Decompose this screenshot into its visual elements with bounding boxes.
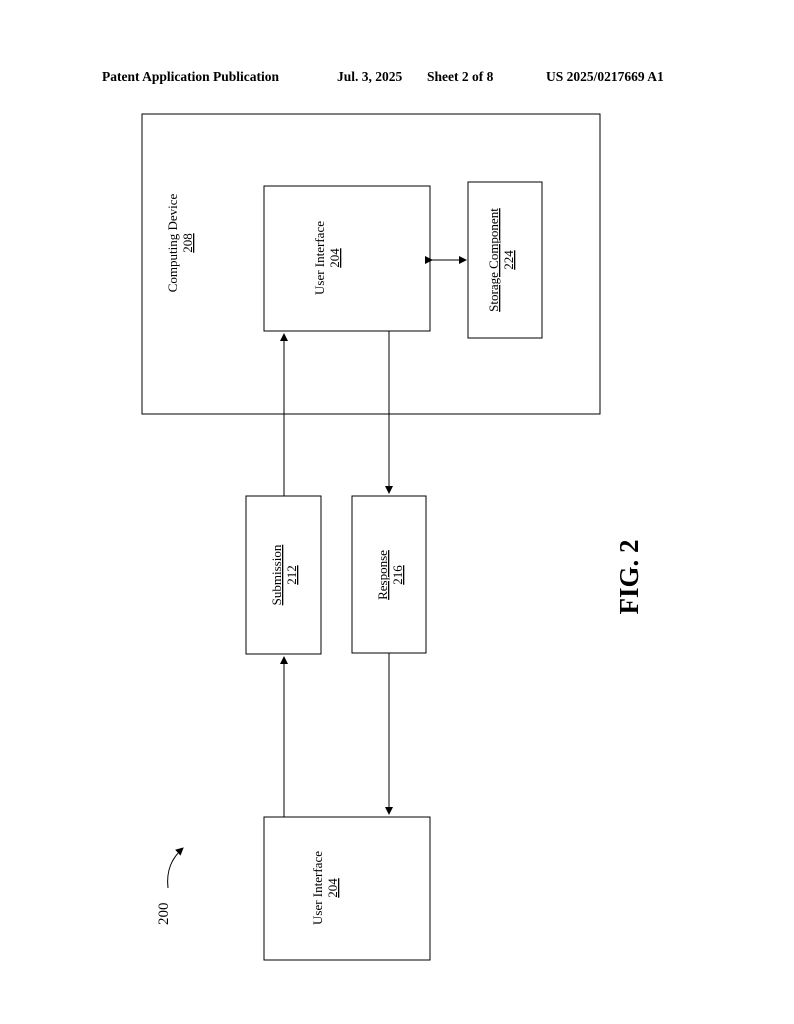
submission-number: 212 (284, 565, 299, 585)
figure-reference-numeral: 200 (156, 903, 172, 926)
user-interface-device-box (263, 185, 431, 332)
user-interface-device-label: User Interface (312, 221, 327, 295)
user-interface-client-box (263, 816, 431, 961)
user-interface-client-number: 204 (325, 878, 340, 898)
submission-label: Submission (269, 544, 284, 605)
response-label: Response (375, 550, 390, 600)
response-number: 216 (390, 565, 405, 585)
reference-pointer-arrow (167, 847, 184, 889)
sheet-number: Sheet 2 of 8 (427, 69, 494, 84)
publication-number: US 2025/0217669 A1 (546, 69, 664, 84)
computing-device-number: 208 (180, 233, 195, 253)
publication-date: Jul. 3, 2025 (337, 69, 403, 84)
storage-component-box (467, 181, 543, 339)
computing-device-box (141, 113, 601, 415)
computing-device-label: Computing Device (165, 193, 180, 292)
publication-title: Patent Application Publication (102, 69, 280, 84)
figure-label: FIG. 2 (614, 539, 644, 614)
user-interface-client-label: User Interface (310, 851, 325, 925)
user-interface-device-number: 204 (327, 248, 342, 268)
storage-component-number: 224 (501, 250, 516, 270)
storage-component-label: Storage Component (486, 208, 501, 312)
